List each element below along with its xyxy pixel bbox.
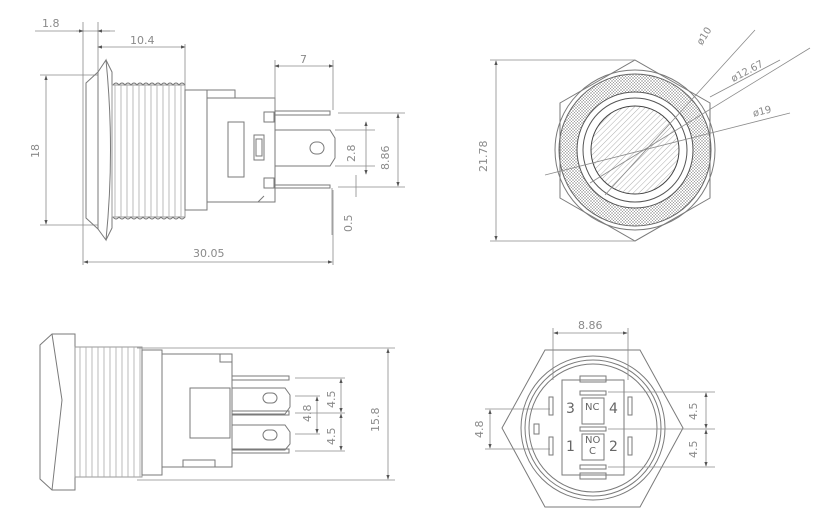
dim-terminal-span: 8.86 bbox=[379, 145, 392, 171]
pin-label-c: C bbox=[589, 446, 596, 457]
dim-body-height: 15.8 bbox=[369, 407, 382, 433]
dim-terminal-spacing: 2.8 bbox=[345, 144, 358, 163]
pin-label-3: 3 bbox=[566, 401, 575, 417]
pin-label-1: 1 bbox=[566, 439, 575, 455]
pin-label-2: 2 bbox=[609, 439, 618, 455]
front-view bbox=[490, 29, 811, 242]
dim-center-spacing: 4.8 bbox=[301, 404, 314, 423]
pin-label-nc: NC bbox=[585, 402, 600, 413]
dim-hex-across-corners: 21.78 bbox=[477, 140, 490, 173]
dim-rear-pitch-bottom: 4.5 bbox=[687, 440, 700, 459]
dim-pin-pitch-bottom: 4.5 bbox=[325, 427, 338, 446]
dim-rear-pitch-top: 4.5 bbox=[687, 402, 700, 421]
pin-label-4: 4 bbox=[609, 401, 618, 417]
dim-terminal-thickness: 0.5 bbox=[342, 214, 355, 233]
dim-pin-pitch-top: 4.5 bbox=[325, 390, 338, 409]
bottom-side-view bbox=[39, 333, 395, 491]
dim-terminal-length: 7 bbox=[300, 53, 307, 66]
dim-head-height: 18 bbox=[29, 144, 42, 158]
rear-view bbox=[485, 328, 715, 508]
side-view bbox=[35, 22, 405, 265]
dim-rear-width: 8.86 bbox=[578, 319, 603, 332]
dim-rear-left-spacing: 4.8 bbox=[473, 420, 486, 439]
pin-label-no: NO bbox=[585, 435, 601, 446]
dim-thread-length: 10.4 bbox=[130, 34, 155, 47]
dim-overall-length: 30.05 bbox=[193, 247, 225, 260]
dim-bezel-thickness: 1.8 bbox=[42, 17, 60, 30]
